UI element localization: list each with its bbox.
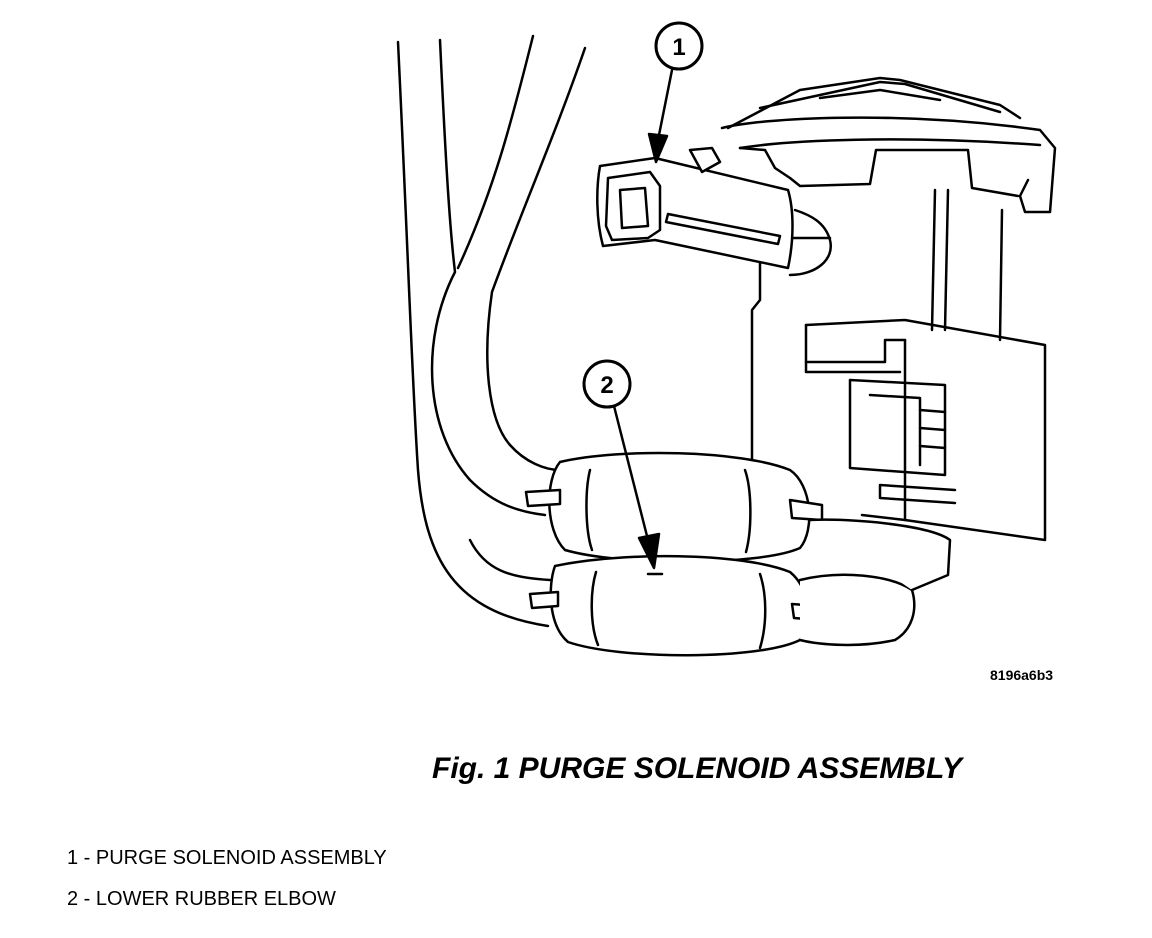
- legend-item-2: 2 - LOWER RUBBER ELBOW: [67, 888, 336, 910]
- solenoid-cap: [720, 116, 1057, 214]
- callout-2: 2: [582, 359, 632, 409]
- legend-item-1: 1 - PURGE SOLENOID ASSEMBLY: [67, 847, 387, 869]
- electrical-connector: [596, 146, 794, 270]
- figure-reference-code: 8196a6b3: [990, 667, 1054, 683]
- callout-2-number: 2: [600, 372, 613, 399]
- purge-solenoid-illustration: 1 2: [396, 21, 1057, 657]
- callout-1-number: 1: [672, 34, 685, 61]
- mounting-bracket: [804, 318, 1047, 542]
- callout-leaders: [612, 68, 674, 576]
- figure-legend: 1 - PURGE SOLENOID ASSEMBLY 2 - LOWER RU…: [67, 846, 387, 928]
- lower-rubber-elbow: [524, 451, 952, 657]
- vacuum-hoses: [396, 34, 587, 628]
- callout-1: 1: [654, 21, 704, 71]
- figure-caption: Fig. 1 PURGE SOLENOID ASSEMBLY: [432, 752, 963, 785]
- solenoid-dome: [726, 76, 1022, 130]
